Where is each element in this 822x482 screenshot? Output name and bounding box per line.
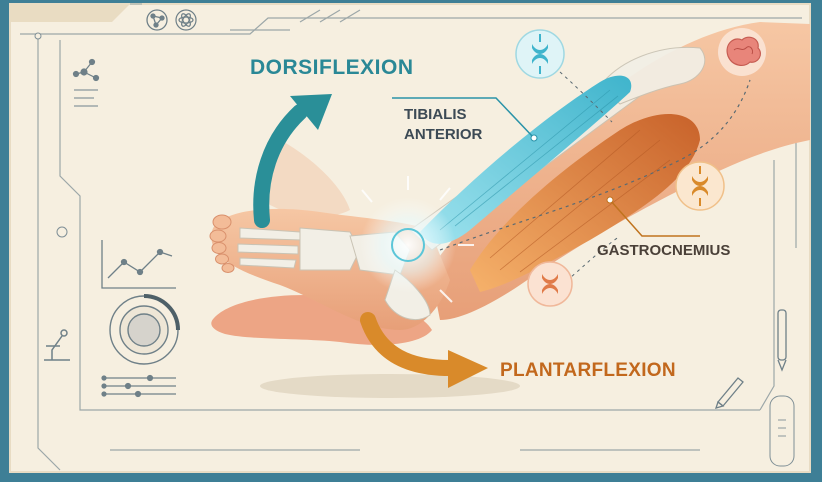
foot-shadow	[260, 374, 520, 398]
tibialis-label-line1: TIBIALIS	[404, 105, 482, 125]
ankle-glow	[360, 197, 456, 293]
brain-icon	[718, 28, 766, 76]
tibialis-anterior-label: TIBIALIS ANTERIOR	[404, 105, 482, 145]
nerve-synapse-icon	[528, 262, 572, 306]
gastrocnemius-label: GASTROCNEMIUS	[597, 242, 730, 259]
plantarflexion-label: PLANTARFLEXION	[500, 360, 676, 382]
dorsiflexion-label: DORSIFLEXION	[250, 56, 414, 80]
tibialis-label-line2: ANTERIOR	[404, 125, 482, 145]
nerve-synapse-icon	[516, 30, 564, 78]
nerve-synapse-icon	[676, 162, 724, 210]
dial-icon	[110, 296, 178, 364]
